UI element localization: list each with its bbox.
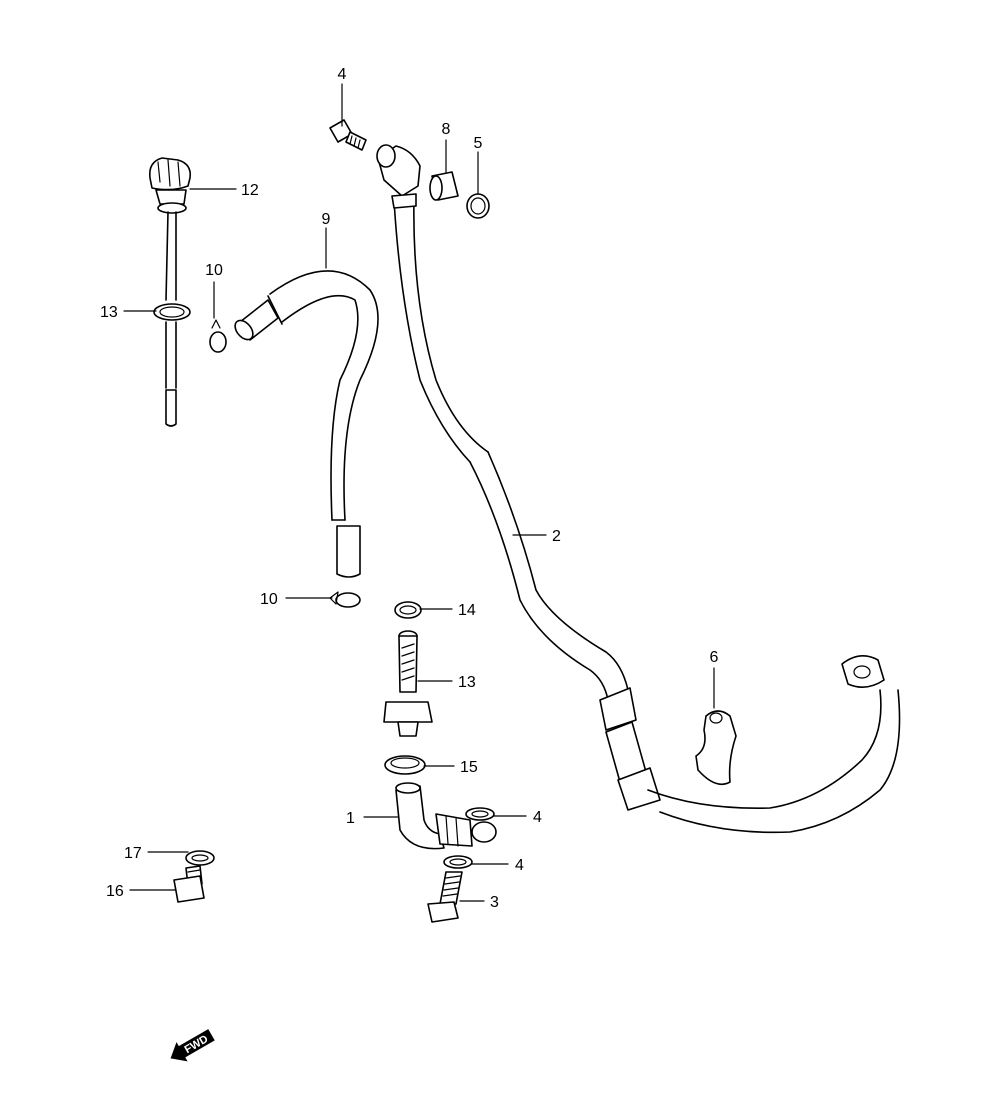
washer-part-12 bbox=[394, 601, 422, 619]
callout-6: 5 bbox=[474, 135, 483, 152]
hose-clip-lower bbox=[329, 591, 361, 608]
hose-clip-upper bbox=[209, 319, 227, 353]
gasket-part-17 bbox=[185, 850, 215, 866]
callout-2: 2 bbox=[552, 528, 561, 545]
callout-4-upper: 4 bbox=[533, 809, 542, 826]
callout-10-lower: 10 bbox=[260, 591, 278, 608]
callout-17: 17 bbox=[124, 845, 142, 862]
gasket-part-6 bbox=[466, 193, 490, 219]
callout-16: 16 bbox=[106, 883, 124, 900]
callout-13: 15 bbox=[460, 759, 478, 776]
callout-12: 14 bbox=[458, 602, 476, 619]
callout-7: 6 bbox=[710, 649, 719, 666]
callout-14: 12 bbox=[241, 182, 259, 199]
union-bolt-part-3 bbox=[427, 871, 463, 923]
gasket-part-4-lower bbox=[443, 855, 473, 869]
elbow-hose-part-1 bbox=[395, 782, 497, 850]
fwd-label: FWD bbox=[183, 1033, 211, 1056]
sleeve-part-8 bbox=[429, 171, 459, 201]
clip-part-13 bbox=[384, 755, 426, 775]
callout-5: 4 bbox=[338, 66, 347, 83]
gasket-part-4-upper bbox=[465, 807, 495, 821]
leader-lines bbox=[123, 83, 715, 902]
fwd-arrow-icon: FWD bbox=[170, 1029, 215, 1062]
callout-8: 8 bbox=[442, 121, 451, 138]
drain-bolt-part-16 bbox=[173, 865, 205, 903]
callout-15: 13 bbox=[100, 304, 118, 321]
callout-1: 1 bbox=[346, 810, 355, 827]
callout-10-upper: 10 bbox=[205, 262, 223, 279]
hose-part-9 bbox=[234, 270, 379, 578]
fitting-part-11 bbox=[383, 630, 433, 737]
callout-4-lower: 4 bbox=[515, 857, 524, 874]
dipstick-part bbox=[148, 157, 192, 427]
callout-labels: 4 8 5 12 9 10 13 2 10 14 6 13 15 1 4 4 3… bbox=[100, 66, 719, 911]
oil-pipe-part-2 bbox=[376, 144, 901, 834]
clamp-part-7 bbox=[695, 710, 737, 786]
callout-11: 13 bbox=[458, 674, 476, 691]
callout-9: 9 bbox=[322, 211, 331, 228]
union-bolt-part-5 bbox=[329, 119, 367, 151]
callout-3: 3 bbox=[490, 894, 499, 911]
